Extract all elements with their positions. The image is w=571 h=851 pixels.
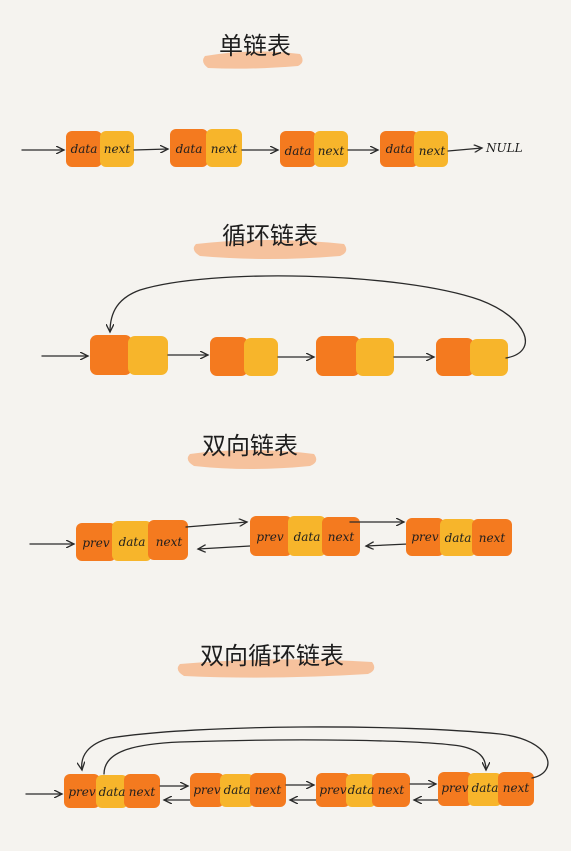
node-prev-label: prev (411, 530, 439, 544)
node-prev-label: prev (441, 781, 469, 795)
node-next-label: next (378, 783, 405, 797)
node-data-label: data (99, 785, 126, 799)
circular-node-4 (436, 338, 508, 376)
node-data-label: data (224, 783, 251, 797)
circular-linked-list: 循环链表 (41, 222, 526, 376)
node-prev-label: prev (68, 785, 96, 799)
node-data-label: data (445, 531, 472, 545)
node-data-label: data (472, 781, 499, 795)
node-next-label: next (419, 144, 446, 158)
doubly-circular-linked-list: 双向循环链表 prev data next prev data next pre… (25, 642, 549, 808)
circular-node-3 (316, 336, 394, 376)
circular-node-2 (210, 337, 278, 376)
node-next-label: next (503, 781, 530, 795)
circular-title: 循环链表 (222, 222, 318, 250)
doubly-circular-node-3: prev data next (316, 773, 410, 807)
doubly-circular-node-1: prev data next (64, 774, 160, 808)
node-data-label: data (348, 783, 375, 797)
doubly-circular-node-4: prev data next (438, 772, 534, 806)
null-label: NULL (485, 141, 523, 155)
singly-node-4: data next (380, 131, 448, 167)
singly-node-3: data next (280, 131, 348, 167)
node-data-label: data (176, 142, 203, 156)
node-prev-label: prev (193, 783, 221, 797)
node-next-label: next (156, 535, 183, 549)
singly-node-2: data next (170, 129, 242, 167)
node-prev-label: prev (319, 783, 347, 797)
singly-node-1: data next (66, 131, 134, 167)
node-prev-label: prev (82, 536, 110, 550)
doubly-circular-title: 双向循环链表 (200, 642, 344, 670)
doubly-node-1: prev data next (76, 520, 188, 561)
node-next-label: next (104, 142, 131, 156)
doubly-circular-node-2: prev data next (190, 773, 286, 807)
singly-linked-list: 单链表 data next data next data next data (21, 32, 523, 167)
node-next-label: next (318, 144, 345, 158)
node-next-label: next (328, 530, 355, 544)
doubly-linked-list: 双向链表 prev data next prev data next prev (29, 432, 512, 561)
node-next-label: next (129, 785, 156, 799)
node-next-label: next (479, 531, 506, 545)
circular-node-1 (90, 335, 168, 375)
node-next-label: next (211, 142, 238, 156)
doubly-node-3: prev data next (406, 518, 512, 556)
node-next-label: next (255, 783, 282, 797)
node-data-label: data (71, 142, 98, 156)
node-data-label: data (119, 535, 146, 549)
node-prev-label: prev (256, 530, 284, 544)
singly-title: 单链表 (219, 32, 291, 60)
doubly-title: 双向链表 (202, 432, 298, 460)
node-data-label: data (285, 144, 312, 158)
node-data-label: data (294, 530, 321, 544)
node-data-label: data (386, 142, 413, 156)
doubly-node-2: prev data next (250, 516, 360, 556)
